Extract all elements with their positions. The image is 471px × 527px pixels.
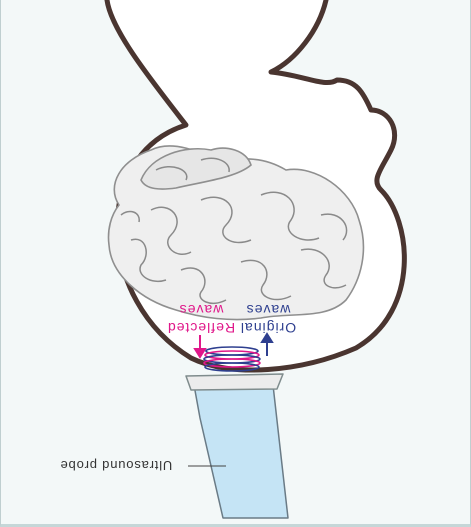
- original-line-1: Original: [240, 320, 296, 336]
- probe-label: Ultrasound probe: [60, 458, 173, 473]
- reflected-line-1: Reflected: [167, 320, 235, 336]
- original-line-2: waves: [246, 302, 292, 318]
- reflected-line-2: waves: [179, 302, 225, 318]
- probe-head: [186, 374, 283, 390]
- ultrasound-probe: [186, 374, 288, 518]
- probe-handle: [194, 385, 288, 518]
